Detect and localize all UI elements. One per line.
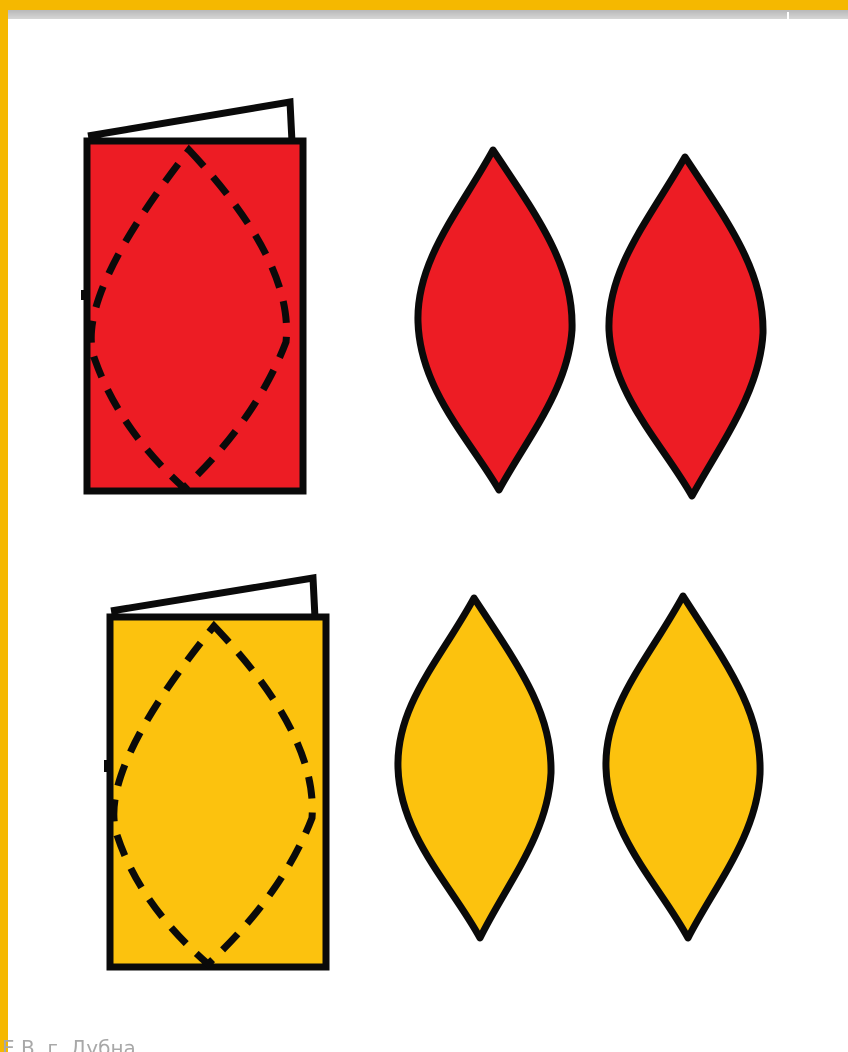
yellow-paper-back-flap: [111, 578, 315, 618]
yellow-petal-1: [398, 598, 551, 938]
yellow-folded-paper: [107, 578, 326, 967]
yellow-paper-sheet: [110, 617, 326, 967]
red-folded-paper: [84, 102, 303, 491]
red-paper-sheet: [87, 141, 303, 491]
red-petal-2: [609, 157, 763, 496]
red-petal-1: [418, 150, 572, 490]
red-paper-back-flap: [88, 102, 292, 142]
yellow-petal-2: [606, 596, 760, 938]
footer-author-text: Е.В. г. Дубна: [2, 1036, 136, 1052]
